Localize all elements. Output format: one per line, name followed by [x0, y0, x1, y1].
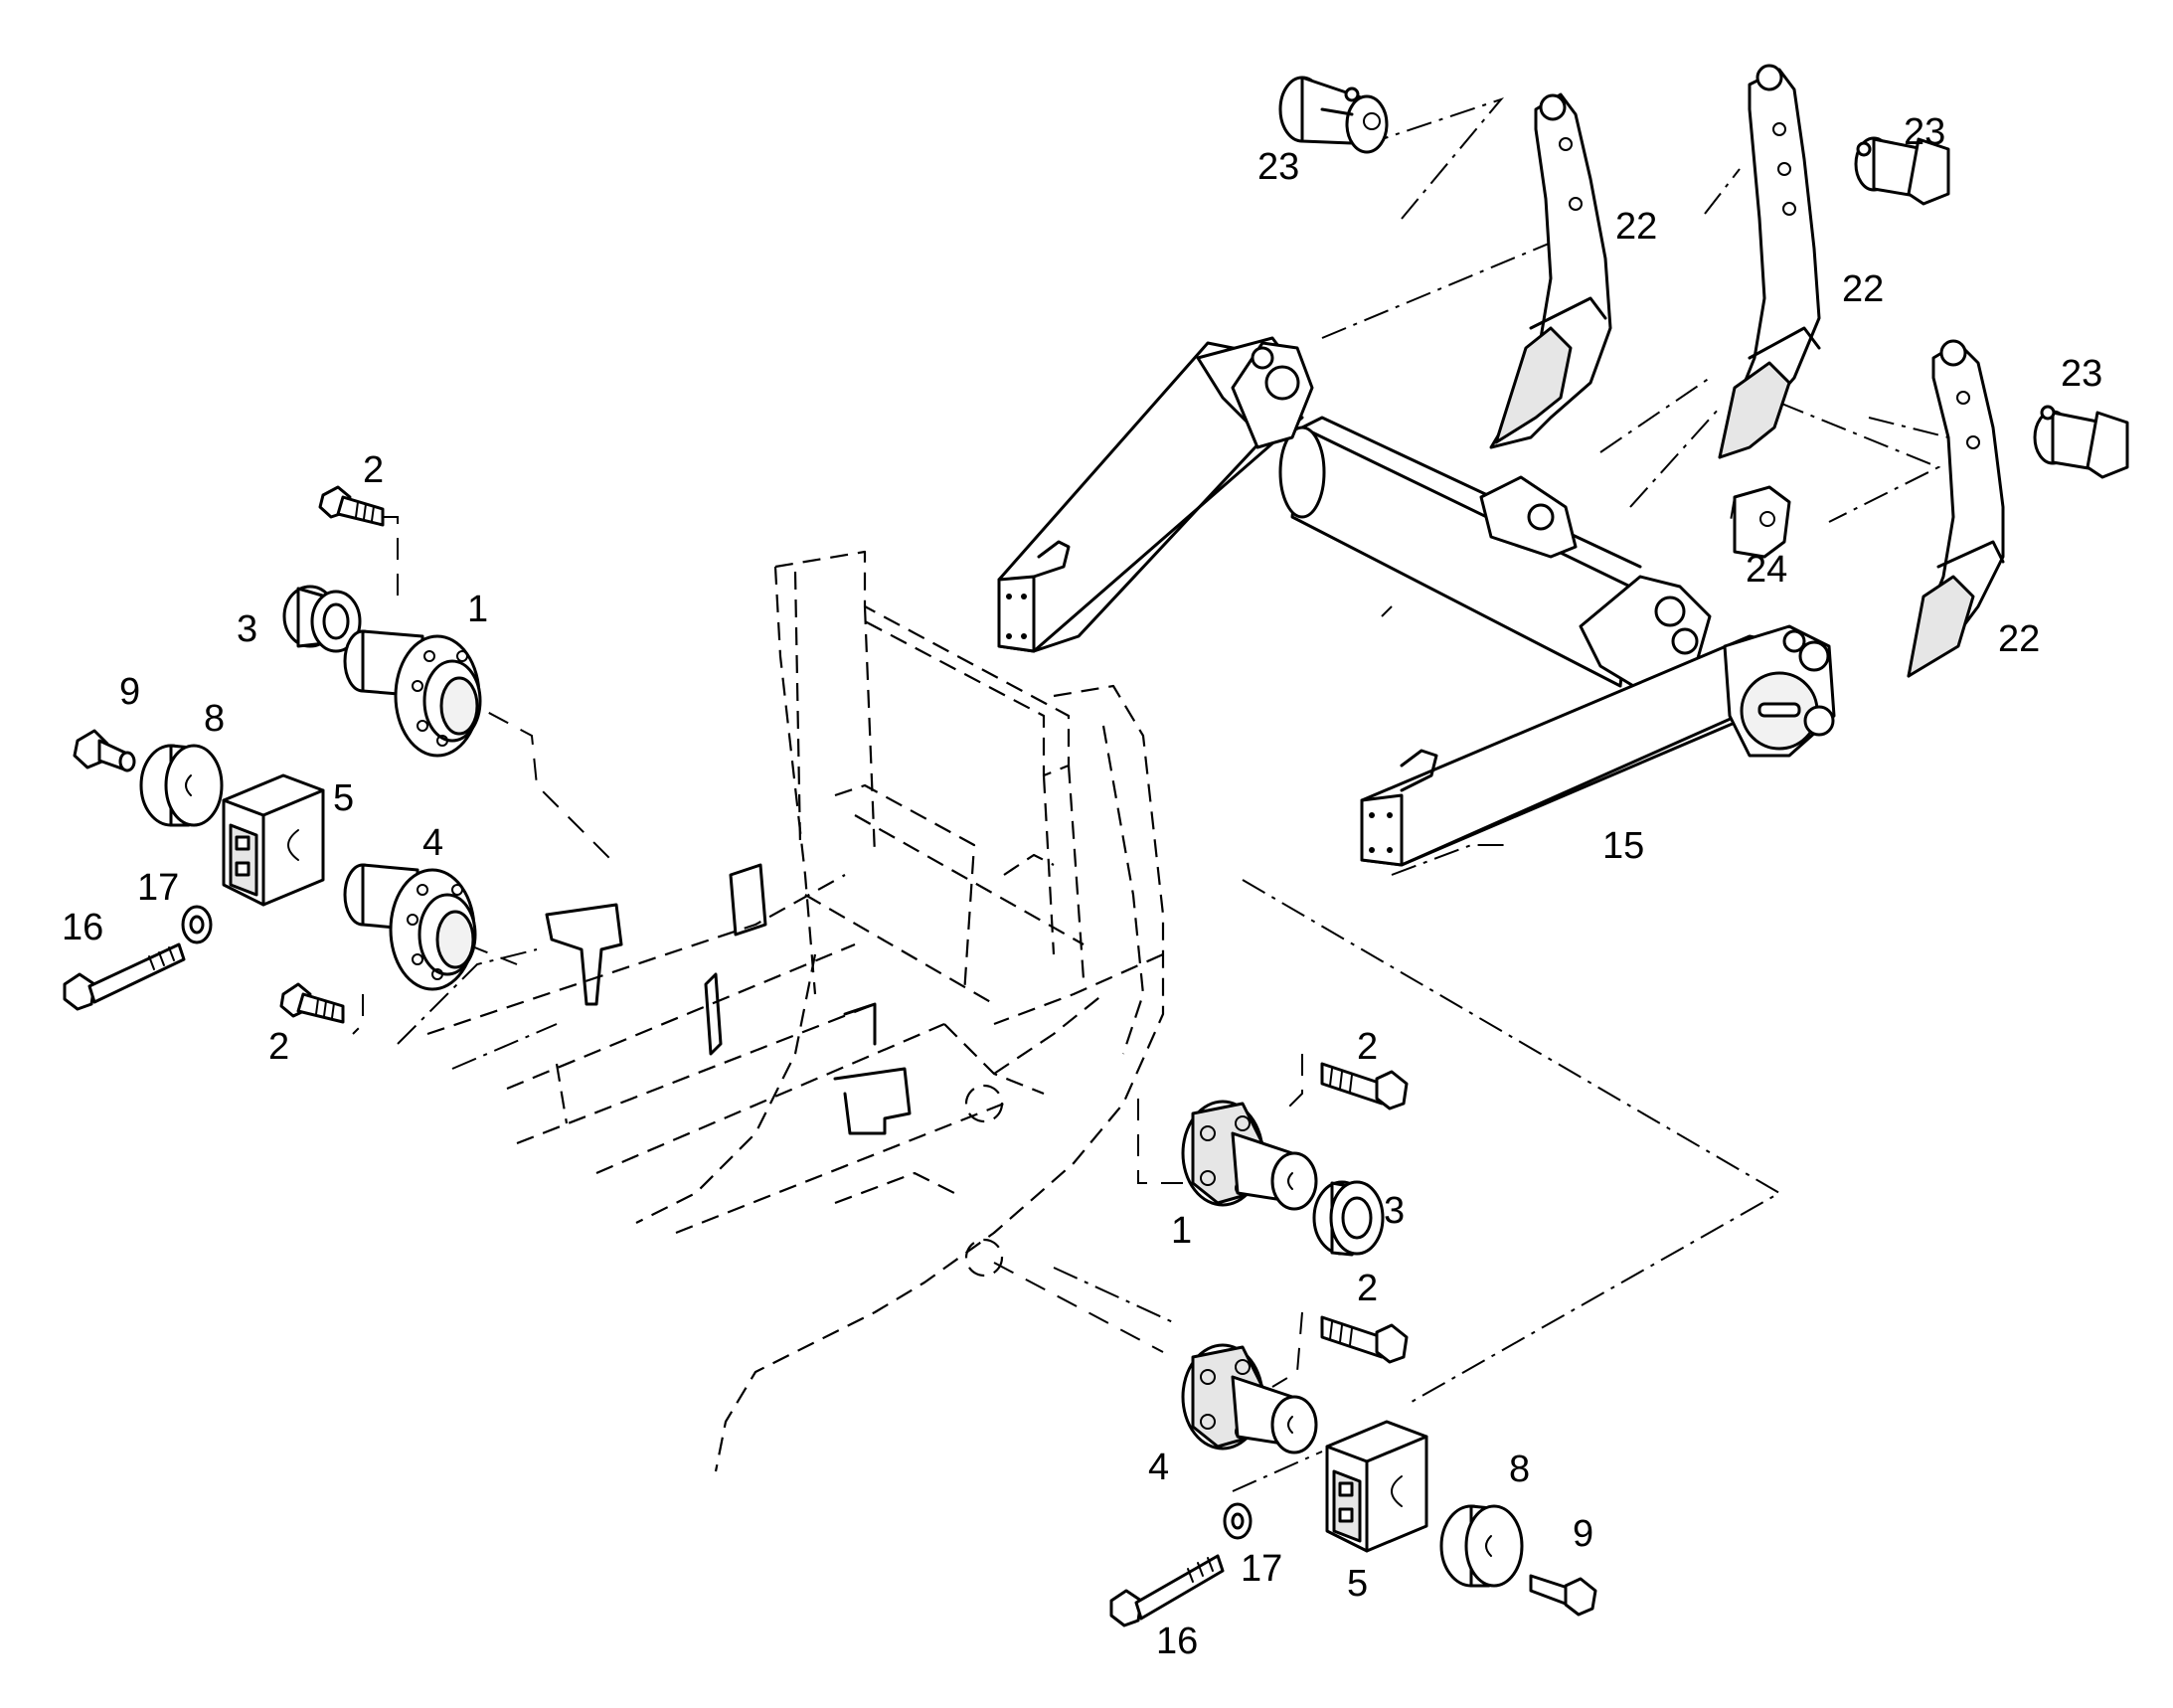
- flange-4-right: [1181, 1343, 1318, 1454]
- ring-3-right: [1312, 1180, 1385, 1257]
- bolt-16-left: [63, 942, 186, 1011]
- ripper-shank-left: [1489, 92, 1612, 449]
- callout-2: 2: [363, 449, 384, 491]
- callout-4: 4: [1148, 1447, 1169, 1488]
- callout-15: 15: [1602, 825, 1644, 867]
- wedge-24: [1733, 485, 1791, 559]
- ring-3-left: [282, 585, 362, 653]
- callout-17: 17: [1241, 1548, 1282, 1590]
- pin-23-right: [2033, 405, 2129, 479]
- callout-23: 23: [1904, 111, 1945, 153]
- callout-17: 17: [137, 867, 179, 909]
- washer-17-right: [1223, 1502, 1253, 1540]
- callout-8: 8: [204, 698, 225, 740]
- callout-2: 2: [268, 1026, 289, 1068]
- bolt-16-right: [1109, 1554, 1225, 1627]
- bolt-9-left: [73, 729, 136, 772]
- callout-3: 3: [1384, 1190, 1405, 1232]
- callout-1: 1: [1171, 1210, 1192, 1252]
- callout-5: 5: [1347, 1563, 1368, 1605]
- ripper-frame: [997, 336, 1836, 867]
- callout-5: 5: [333, 777, 354, 819]
- callout-22: 22: [1615, 206, 1657, 248]
- callout-23: 23: [2061, 353, 2102, 395]
- callout-2: 2: [1357, 1268, 1378, 1309]
- bolt-9-right: [1529, 1574, 1597, 1617]
- pin-23-left: [1278, 76, 1389, 154]
- flange-1-right: [1181, 1100, 1318, 1211]
- callout-16: 16: [62, 907, 103, 948]
- callout-labels: 2 3 1 9 8 5 4 17 16 2 23 22 23 22 23 24 …: [62, 111, 2102, 1662]
- bolt-2-right-lower: [1320, 1315, 1409, 1364]
- frame-brackets: [545, 863, 912, 1135]
- assembly-leaders: [397, 96, 1949, 1492]
- flange-4-left: [343, 863, 477, 991]
- washer-8-right: [1439, 1504, 1524, 1588]
- callout-2: 2: [1357, 1026, 1378, 1068]
- main-frame-outline: [426, 550, 1165, 1472]
- callout-1: 1: [467, 589, 488, 630]
- flange-1-left: [343, 629, 482, 758]
- pin-23-middle: [1854, 136, 1950, 206]
- fastener-axes: [352, 357, 1785, 1388]
- callout-22: 22: [1998, 618, 2040, 660]
- callout-22: 22: [1842, 268, 1884, 310]
- callout-24: 24: [1746, 549, 1787, 591]
- block-5-left: [222, 773, 325, 907]
- callout-8: 8: [1509, 1449, 1530, 1490]
- block-5-right: [1325, 1420, 1428, 1553]
- ripper-shank-right: [1907, 339, 2005, 678]
- bolt-2-upper-left: [318, 485, 385, 527]
- callout-9: 9: [119, 671, 140, 713]
- callout-23: 23: [1257, 146, 1299, 188]
- callout-9: 9: [1573, 1513, 1593, 1555]
- callout-3: 3: [237, 608, 257, 650]
- ripper-shank-middle: [1718, 64, 1821, 459]
- callout-4: 4: [422, 822, 443, 864]
- washer-17-left: [181, 905, 213, 944]
- washer-8-left: [139, 744, 224, 827]
- bolt-2-right-upper: [1320, 1062, 1409, 1110]
- bolt-2-lower-left: [279, 982, 345, 1024]
- callout-16: 16: [1156, 1621, 1198, 1662]
